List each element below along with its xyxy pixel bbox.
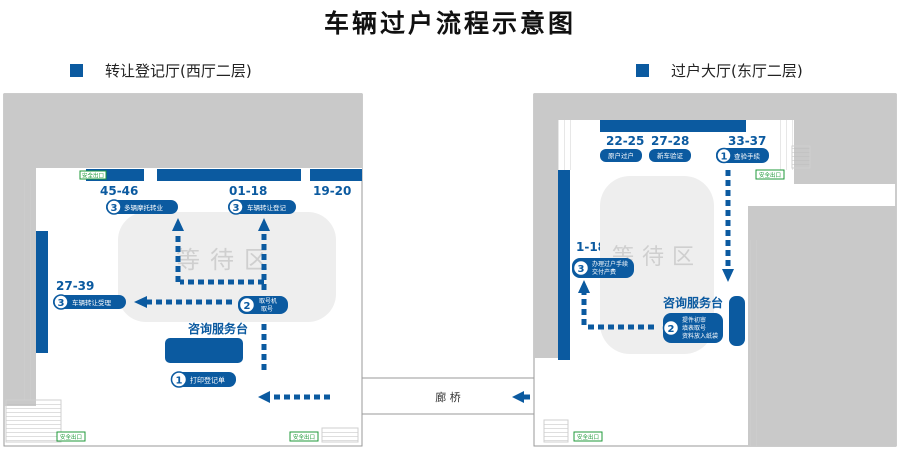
- east-hall: 22-25 27-28 33-37 1-18 原户过户 新车验证 1 查验手续 …: [533, 93, 897, 447]
- west-exit-3-label: 安全出口: [293, 433, 315, 441]
- west-counter-01-18: [157, 169, 301, 181]
- west-waiting-label: 等待区: [176, 246, 278, 274]
- west-step-3b: 3 车辆转让登记: [228, 199, 296, 215]
- legend-east-swatch: [636, 64, 649, 77]
- west-step-1-num: 1: [176, 376, 183, 387]
- page-title: 车辆过户流程示意图: [323, 9, 576, 38]
- east-window-22-25-pill: 原户过户: [600, 149, 642, 162]
- east-window-22-25-text: 原户过户: [608, 151, 634, 160]
- legend-west-swatch: [70, 64, 83, 77]
- east-exit-2: 安全出口: [573, 431, 603, 442]
- east-step-3-text2: 交付产费: [592, 268, 616, 276]
- corridor: 廊 桥: [361, 377, 560, 415]
- east-window-27-28-pill: 新车验证: [649, 149, 691, 162]
- west-step-2: 2 取号机 取号: [238, 296, 288, 314]
- corridor-arrowhead: [512, 391, 524, 403]
- corridor-label: 廊 桥: [435, 390, 461, 404]
- west-window-27-39: 27-39: [56, 279, 94, 293]
- east-step-3: 3 办理过户手续 交付产费: [572, 258, 634, 278]
- east-step-1: 1 查验手续: [716, 147, 769, 164]
- west-step-3a: 3 多辆摩托转业: [106, 199, 178, 215]
- east-counter-left: [558, 170, 570, 360]
- east-window-27-28: 27-28: [651, 134, 689, 148]
- west-exit-1: 安全出口: [79, 170, 107, 180]
- east-step-2-text2: 填表取号: [682, 324, 706, 332]
- legend-west: 转让登记厅(西厅二层): [70, 60, 252, 81]
- east-step-1-text: 查验手续: [734, 152, 761, 161]
- west-hall: 45-46 01-18 19-20 27-39 等待区 咨询服务台 1 打印登记…: [3, 93, 363, 447]
- west-step-3a-text: 多辆摩托转业: [124, 203, 164, 212]
- east-stair-topright: [776, 120, 794, 170]
- west-service-desk: [165, 338, 243, 363]
- east-stair-topleft: [558, 120, 576, 170]
- west-service-desk-label: 咨询服务台: [188, 321, 248, 336]
- east-flow-arrowheads: [578, 269, 734, 293]
- east-wall-left: [534, 94, 558, 358]
- east-exit-1: 安全出口: [755, 169, 785, 180]
- east-wall-top-right: [794, 94, 896, 184]
- west-window-01-18: 01-18: [229, 184, 267, 198]
- west-flow-path: [146, 232, 330, 400]
- legend-east-label: 过户大厅(东厅二层): [671, 62, 803, 80]
- west-step-3c-num: 3: [58, 298, 65, 309]
- east-exit-1-label: 安全出口: [759, 171, 781, 179]
- east-service-desk-label: 咨询服务台: [663, 295, 723, 310]
- east-service-desk: [729, 296, 745, 346]
- west-flow-arrowheads: [134, 218, 270, 403]
- east-step-2-text3: 资料放入纸袋: [682, 332, 718, 340]
- west-step-3b-text: 车辆转让登记: [247, 203, 287, 212]
- west-step-2-text2: 取号: [261, 306, 273, 313]
- west-exit-3: 安全出口: [289, 431, 319, 442]
- west-step-1: 1 打印登记单: [170, 371, 236, 388]
- east-window-33-37: 33-37: [728, 134, 766, 148]
- west-exit-2-label: 安全出口: [60, 433, 82, 441]
- legend-east: 过户大厅(东厅二层): [636, 60, 803, 81]
- east-stair-inner: [748, 240, 758, 446]
- west-stair-left: [20, 180, 36, 400]
- east-step-2-text1: 提件初审: [682, 316, 706, 324]
- east-wall-right: [748, 206, 896, 446]
- west-window-45-46: 45-46: [100, 184, 138, 198]
- east-window-1-18: 1-18: [576, 240, 606, 254]
- east-wall-top: [534, 94, 794, 120]
- east-flow-path: [581, 170, 731, 330]
- west-step-1-text: 打印登记单: [190, 376, 225, 385]
- east-step-2-num: 2: [668, 324, 675, 335]
- east-window-22-25: 22-25: [606, 134, 644, 148]
- east-window-27-28-text: 新车验证: [657, 151, 684, 160]
- east-stair-small: [791, 145, 811, 169]
- west-step-2-text1: 取号机: [259, 297, 277, 305]
- west-counter-27-39: [36, 231, 48, 353]
- west-exit-1-label: 安全出口: [82, 172, 104, 180]
- west-step-3b-num: 3: [233, 203, 240, 214]
- west-step-3a-num: 3: [111, 203, 118, 214]
- west-step-2-num: 2: [244, 301, 251, 312]
- east-stair-bottom: [543, 419, 569, 443]
- west-window-19-20: 19-20: [313, 184, 351, 198]
- west-wall-top: [36, 94, 362, 168]
- west-stair-right: [321, 427, 359, 443]
- west-waiting-area: [118, 212, 336, 322]
- legend-west-label: 转让登记厅(西厅二层): [105, 62, 252, 80]
- east-exit-2-label: 安全出口: [577, 433, 599, 441]
- west-step-3c-text: 车辆转让受理: [72, 298, 112, 307]
- east-waiting-area: [600, 176, 714, 354]
- west-stair-bottom: [5, 399, 62, 443]
- west-exit-2: 安全出口: [56, 431, 86, 442]
- east-counter-top: [600, 120, 746, 132]
- east-step-1-num: 1: [721, 152, 728, 163]
- east-step-2: 2 提件初审 填表取号 资料放入纸袋: [662, 313, 723, 343]
- east-step-3-num: 3: [578, 264, 585, 275]
- west-counter-19-20: [310, 169, 362, 181]
- east-step-3-text1: 办理过户手续: [592, 260, 628, 268]
- west-step-3c: 3 车辆转让受理: [53, 294, 126, 310]
